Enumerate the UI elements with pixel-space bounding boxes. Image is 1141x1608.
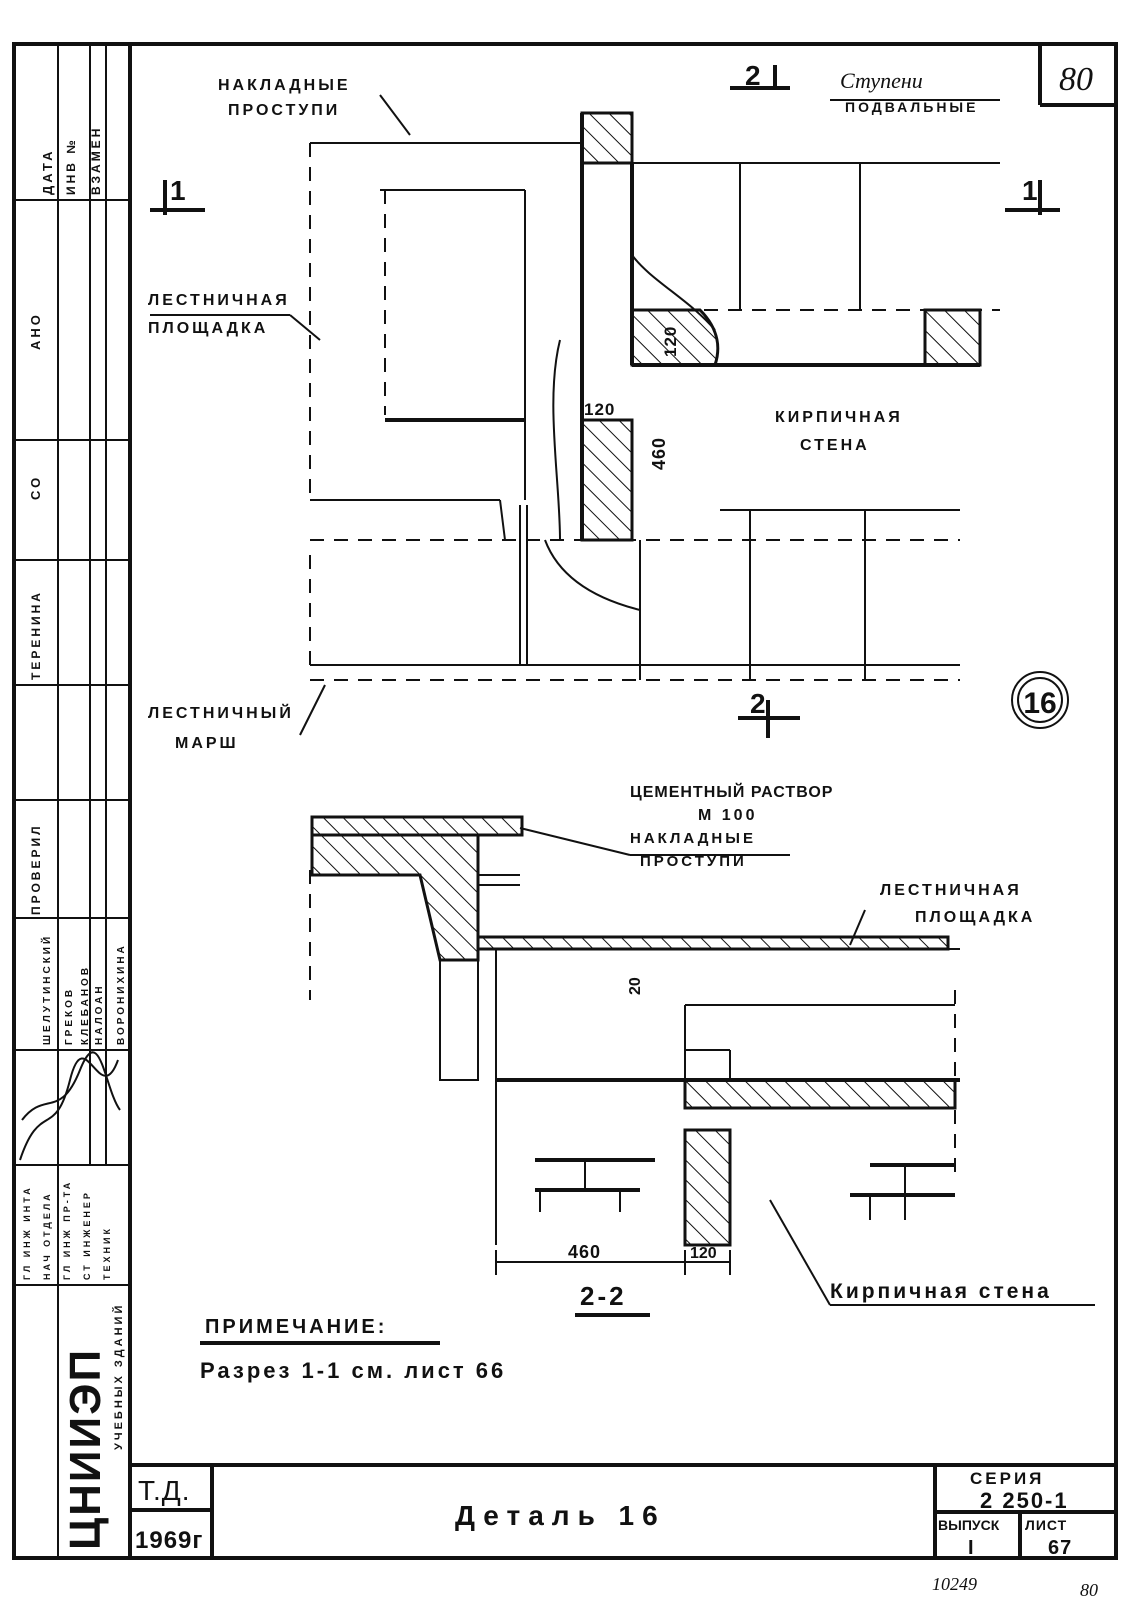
- stamp-name-5: ВОРОНИХИНА: [116, 943, 127, 1045]
- label-basement-steps-1: Ступени: [840, 68, 923, 93]
- sheet-label: ЛИСТ: [1025, 1517, 1067, 1533]
- signature-scribbles: [19, 1057, 119, 1161]
- label-basement-steps-2: ПОДВАЛЬНЫЕ: [845, 99, 978, 115]
- section-mark-top: 2: [745, 60, 764, 91]
- side-stamp: ДАТА ИНВ № ВЗАМЕН АНО СО ТЕРЕНИНА ПРОВЕР…: [14, 44, 132, 1558]
- stamp-checked: ПРОВЕРИЛ: [29, 823, 43, 915]
- section-dim-120: 120: [690, 1245, 717, 1262]
- sheet-number-top: 80: [1059, 61, 1093, 98]
- stamp-name-terenina: ТЕРЕНИНА: [29, 590, 43, 680]
- stamp-name-4: НАЛОАН: [94, 983, 105, 1045]
- note: ПРИМЕЧАНИЕ: Разрез 1-1 см. лист 66: [200, 1316, 506, 1383]
- stamp-role-3: ГЛ ИНЖ ПР-ТА: [62, 1180, 72, 1280]
- label-section-landing-2: ПЛОЩАДКА: [915, 909, 1035, 926]
- td-label: Т.Д.: [138, 1475, 191, 1506]
- label-section-treads-2: ПРОСТУПИ: [640, 853, 747, 870]
- stamp-field-so: СО: [28, 475, 43, 500]
- label-mortar-2: М 100: [698, 807, 757, 824]
- label-landing-1: ЛЕСТНИЧНАЯ: [148, 292, 290, 309]
- archive-number: 10249: [932, 1574, 977, 1594]
- stamp-role-5: ТЕХНИК: [102, 1226, 112, 1280]
- signature-scribbles-2: [21, 1051, 121, 1121]
- plan-dim-120-vertical: 120: [661, 326, 680, 357]
- issue-label: ВЫПУСК: [938, 1517, 1000, 1533]
- label-overlay-treads-2: ПРОСТУПИ: [228, 102, 340, 119]
- plan-dim-120-horizontal: 120: [584, 400, 615, 419]
- stamp-name-1: ШЕЛУТИНСКИЙ: [40, 934, 53, 1045]
- label-landing-2: ПЛОЩАДКА: [148, 320, 268, 337]
- cut-mark-right: 1: [1022, 175, 1041, 206]
- year-label: 1969г: [135, 1527, 203, 1554]
- label-flight-2: МАРШ: [175, 735, 239, 752]
- cut-mark-left: 1: [170, 175, 189, 206]
- label-brick-wall-2: СТЕНА: [800, 437, 870, 454]
- detail-badge-inner: [1017, 677, 1063, 723]
- series-value: 2 250-1: [980, 1488, 1069, 1513]
- sheet-value: 67: [1048, 1537, 1072, 1559]
- label-section-brick-wall: Кирпичная стена: [830, 1280, 1052, 1303]
- drawing-title: Деталь 16: [455, 1500, 666, 1531]
- label-brick-wall-1: КИРПИЧНАЯ: [775, 409, 903, 426]
- detail-badge-outer: [1011, 671, 1069, 729]
- label-section-landing-1: ЛЕСТНИЧНАЯ: [880, 882, 1022, 899]
- org-name: ЦНИИЭП: [61, 1348, 110, 1550]
- stamp-date: ДАТА: [40, 148, 55, 195]
- section-mark-title: 2-2: [580, 1281, 627, 1311]
- stamp-inv: ИНВ №: [64, 137, 78, 195]
- plan-view: 1 1 2 2 НАКЛАДНЫЕ ПРОСТУПИ Ступени ПОДВА…: [148, 60, 1069, 752]
- label-mortar-1: ЦЕМЕНТНЫЙ РАСТВОР: [630, 782, 833, 801]
- note-text: Разрез 1-1 см. лист 66: [200, 1358, 506, 1383]
- stamp-replace: ВЗАМЕН: [89, 126, 103, 195]
- label-flight-1: ЛЕСТНИЧНЫЙ: [148, 703, 294, 722]
- stamp-role-1: ГЛ ИНЖ ИНТА: [22, 1185, 32, 1280]
- sheet-number-bottom: 80: [1080, 1580, 1098, 1600]
- stamp-field-ano: АНО: [28, 312, 43, 350]
- series-label: СЕРИЯ: [970, 1469, 1044, 1488]
- sheet-frame: [12, 42, 1118, 1560]
- section-view: ЦЕМЕНТНЫЙ РАСТВОР М 100 НАКЛАДНЫЕ ПРОСТУ…: [309, 782, 1095, 1317]
- stamp-name-2: ГРЕКОВ: [64, 987, 75, 1045]
- stamp-role-4: СТ ИНЖЕНЕР: [82, 1190, 92, 1280]
- org-subtitle: УЧЕБНЫХ ЗДАНИЙ: [112, 1303, 125, 1450]
- title-block: Т.Д. 1969г Деталь 16 СЕРИЯ 2 250-1 ВЫПУС…: [130, 1463, 1116, 1559]
- label-section-treads-1: НАКЛАДНЫЕ: [630, 830, 756, 847]
- stamp-name-3: КЛЕБАНОВ: [80, 965, 91, 1045]
- issue-value: I: [968, 1537, 977, 1559]
- section-dim-20: 20: [627, 977, 644, 995]
- sheet-number-box: 80: [1038, 44, 1116, 107]
- section-dim-460: 460: [568, 1242, 601, 1262]
- note-title: ПРИМЕЧАНИЕ:: [205, 1316, 387, 1338]
- plan-dim-460: 460: [649, 437, 669, 470]
- section-mark-bottom: 2: [750, 688, 769, 719]
- label-overlay-treads-1: НАКЛАДНЫЕ: [218, 77, 351, 94]
- stamp-role-2: НАЧ ОТДЕЛА: [42, 1191, 52, 1280]
- detail-badge-number: 16: [1023, 687, 1056, 720]
